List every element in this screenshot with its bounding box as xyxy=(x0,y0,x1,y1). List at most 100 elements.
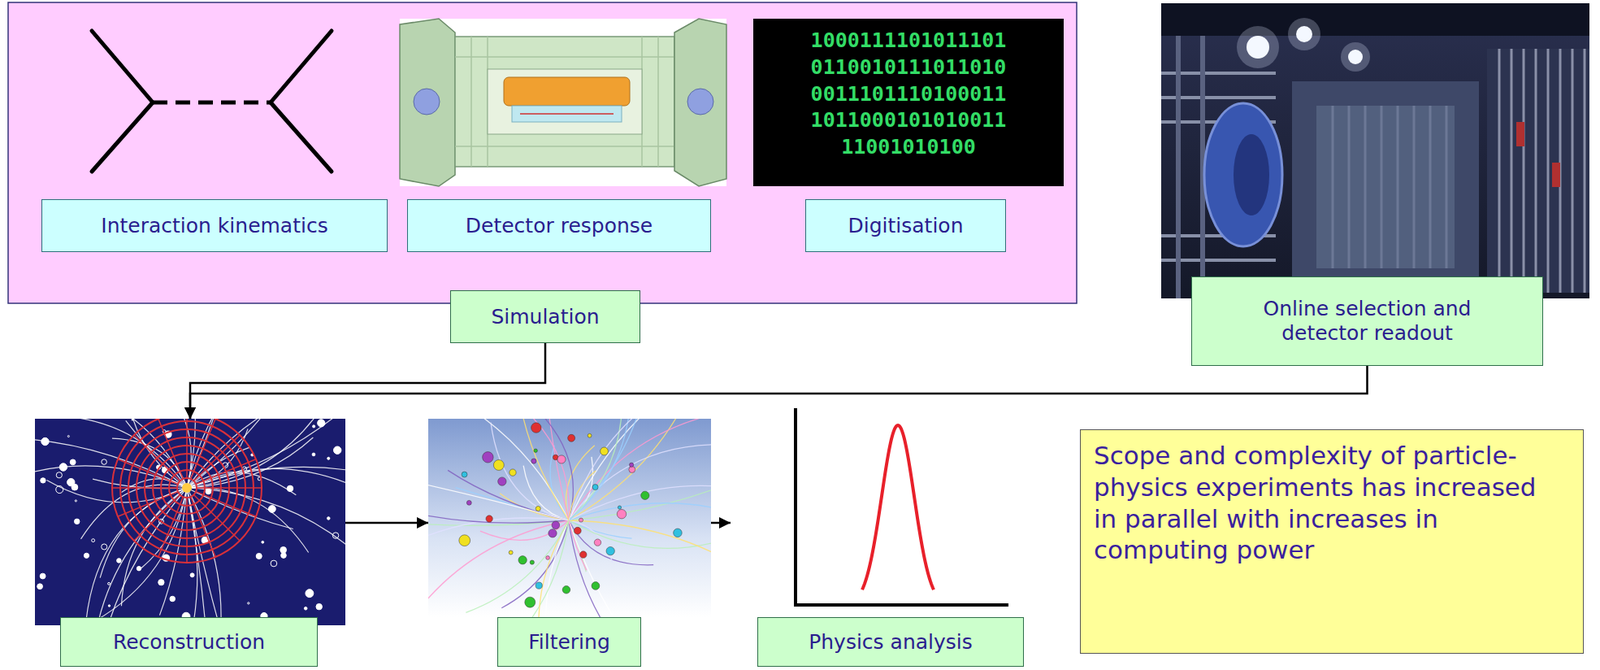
filtering-display-part-part xyxy=(548,528,557,538)
detector-photo-part xyxy=(1552,162,1561,187)
note-text: Scope and complexity of particle-physics… xyxy=(1093,439,1543,566)
simulation-panel: SimulationInteraction kinematicsDetector… xyxy=(8,2,1077,304)
reconstruction-display-part-part xyxy=(112,418,262,563)
reconstruction-display-part-part xyxy=(317,419,326,427)
reconstruction-display-part-part xyxy=(127,617,136,625)
reconstruction-display-part-part xyxy=(40,477,46,483)
filtering-display-part-part xyxy=(466,499,472,505)
reconstruction-display-part-part xyxy=(117,491,178,517)
reconstruction-display-part-part xyxy=(117,459,178,485)
filtering-display-part-part xyxy=(594,538,601,546)
filtering-display-part-part xyxy=(587,433,592,438)
filtering-display-part-part xyxy=(531,458,537,464)
reconstruction-display-part-part xyxy=(186,497,188,563)
reconstruction-display-part-part xyxy=(280,546,287,553)
filtering-display-part-part xyxy=(568,433,576,442)
process-box: Detector response xyxy=(407,199,712,252)
filtering-display-part-part xyxy=(535,505,541,511)
reconstruction-display-part-part xyxy=(158,496,184,557)
reconstruction-display-part-part xyxy=(177,477,197,498)
filtering-display-part-part xyxy=(514,418,569,521)
detector-drawing-part xyxy=(413,88,440,115)
label-box: Filtering xyxy=(497,616,642,667)
feynman-diagram-part xyxy=(91,102,153,172)
reconstruction-display-part-part xyxy=(186,472,296,495)
filtering-display-part-part xyxy=(641,490,650,499)
feynman-diagram-part xyxy=(270,102,332,172)
filtering-display-part-part xyxy=(490,422,569,521)
reconstruction-display-part-part xyxy=(131,418,134,421)
reconstruction-display-part-part xyxy=(182,482,192,493)
reconstruction-display-part-part xyxy=(74,499,77,502)
filtering-display-part-part xyxy=(600,446,609,456)
reconstruction-display-part-part xyxy=(316,602,322,609)
detector-drawing-part-part xyxy=(657,36,660,167)
filtering-display-part-part xyxy=(673,528,683,538)
detector-photo-part xyxy=(1348,49,1363,65)
detector-drawing-part xyxy=(511,105,622,122)
reconstruction-display-part-part xyxy=(67,435,70,438)
reconstruction-display-part-part xyxy=(205,488,212,495)
filtering-display-part-part xyxy=(482,451,494,463)
plot xyxy=(795,407,1009,605)
reconstruction-display-part-part xyxy=(305,589,314,598)
flow-arrow xyxy=(345,521,429,525)
process-box: Digitisation xyxy=(805,199,1006,252)
reconstruction-display-part-part xyxy=(101,459,108,465)
box-label: Physics analysis xyxy=(808,629,973,655)
detector-drawing-part xyxy=(487,69,642,135)
feynman-diagram-part xyxy=(152,100,271,105)
detector-photo-part-part xyxy=(1522,48,1526,293)
detector-drawing-part xyxy=(399,18,727,187)
detector-photo-part-part xyxy=(1364,105,1367,269)
filtering-display-part-part xyxy=(480,520,569,540)
filtering-display-part-part xyxy=(428,520,569,617)
detector-photo-part-part xyxy=(1571,48,1574,293)
reconstruction-display-part xyxy=(34,418,346,625)
detector-photo-part-part xyxy=(1175,35,1181,299)
process-box: Online selection and detector readout xyxy=(1191,276,1544,366)
reconstruction-display-part-part xyxy=(312,424,316,428)
detector-photo-part xyxy=(1178,35,1203,299)
detector-drawing-part xyxy=(503,77,630,106)
feynman-diagram xyxy=(91,30,332,172)
filtering-display-part-part xyxy=(447,469,569,521)
detector-photo-part-part xyxy=(1547,48,1550,293)
filtering-display-part-part xyxy=(533,448,538,452)
detector-photo-part xyxy=(1487,48,1590,293)
detector-photo-part xyxy=(1499,48,1585,293)
reconstruction-display-part-part xyxy=(247,602,250,604)
detector-photo-part-part xyxy=(1396,105,1400,269)
filtering-display-part-part xyxy=(617,505,621,509)
filtering-display-part-part xyxy=(568,485,712,521)
filtering-display-part-part xyxy=(568,502,712,538)
filtering-display-part-part xyxy=(498,476,507,486)
detector-photo-part xyxy=(1204,103,1283,247)
box-label: Online selection and detector readout xyxy=(1203,296,1531,346)
filtering-display-part-part xyxy=(568,418,631,521)
filtering-display-part-part xyxy=(573,526,582,534)
detector-drawing-part-part xyxy=(470,36,473,167)
reconstruction-display-part-part xyxy=(134,434,181,482)
detector-photo-part-part xyxy=(1534,48,1538,293)
reconstruction-display-part-part xyxy=(56,472,62,478)
label-box: Physics analysis xyxy=(757,616,1024,667)
filtering-display-part-part xyxy=(562,585,571,594)
reconstruction-display-part-part xyxy=(34,418,187,488)
process-box: Interaction kinematics xyxy=(41,199,388,252)
reconstruction-display-part-part xyxy=(91,538,96,543)
filtering-display-part-part xyxy=(485,515,493,522)
filtering-display-part-part xyxy=(568,520,712,572)
binary-digits: 0011101110100011 xyxy=(753,82,1064,107)
note-box: Scope and complexity of particle-physics… xyxy=(1079,429,1584,654)
reconstruction-display-part-part xyxy=(158,579,165,586)
filtering-display-part-part xyxy=(568,418,712,521)
detector-photo-part xyxy=(1161,3,1590,36)
filtering-display-part-part xyxy=(568,418,699,521)
detector-photo-part xyxy=(1246,35,1270,59)
filtering-display-part-part xyxy=(508,550,513,555)
filtering-display-part-part xyxy=(616,508,626,518)
filtering-display-part-part xyxy=(568,418,712,521)
reconstruction-display-part-part xyxy=(71,483,79,490)
